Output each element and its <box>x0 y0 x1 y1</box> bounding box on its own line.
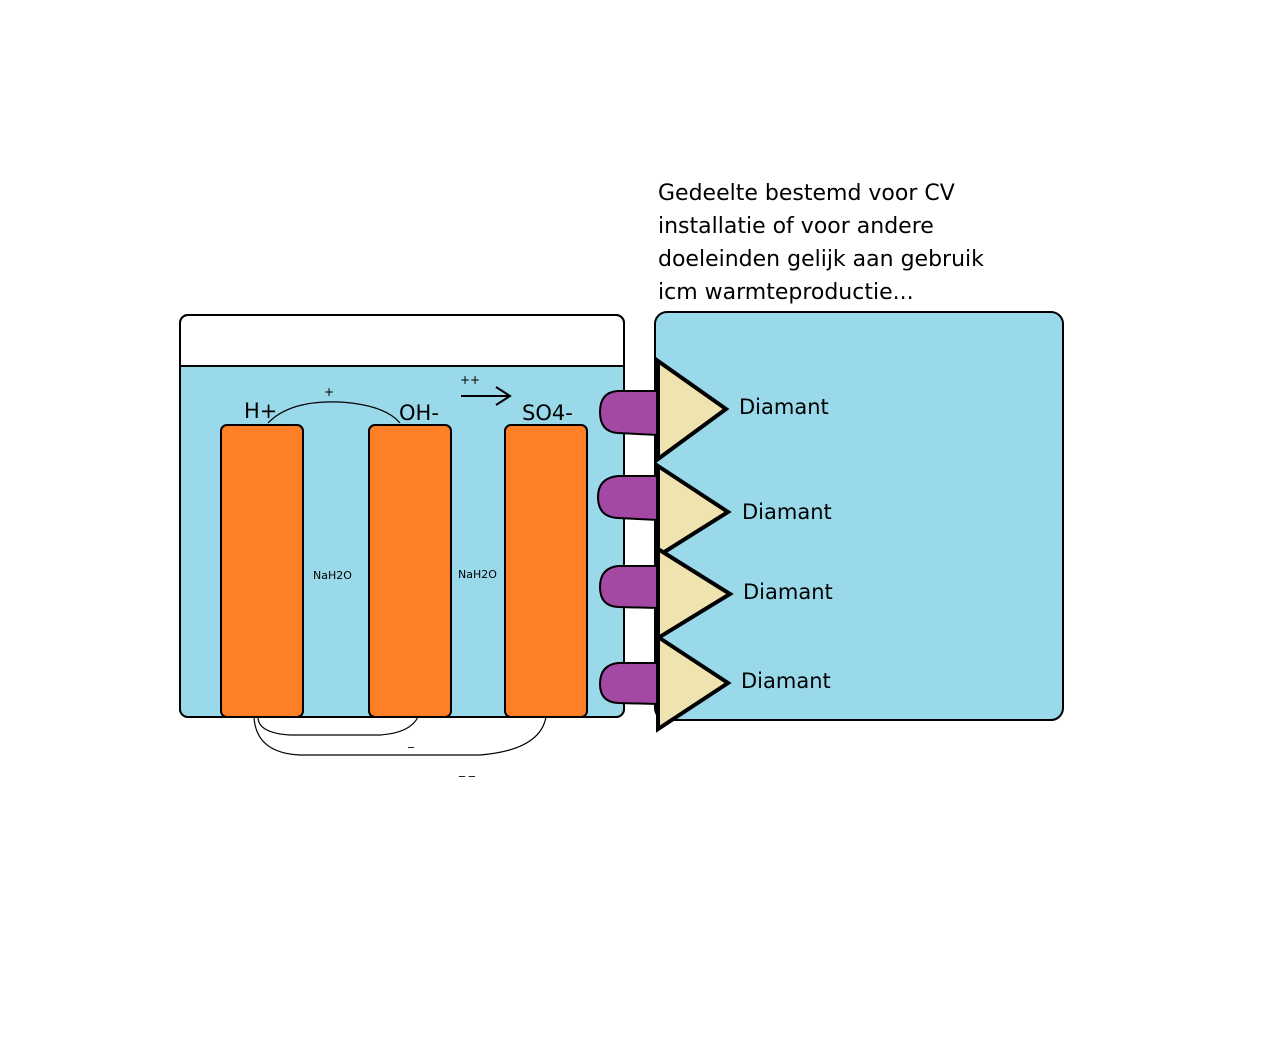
diamond-label: Diamant <box>741 669 831 693</box>
caption-line: doeleinden gelijk aan gebruik <box>658 247 984 272</box>
diamond-label: Diamant <box>743 580 833 604</box>
caption-text: Gedeelte bestemd voor CV installatie of … <box>658 177 998 309</box>
caption-line: Gedeelte bestemd voor CV <box>658 181 955 206</box>
arrow-icon <box>461 386 512 406</box>
ion-label-so4: SO4- <box>522 401 573 425</box>
bottom-wire-outer <box>253 716 547 756</box>
diamond-1 <box>656 357 730 463</box>
connector-1 <box>598 390 659 437</box>
electrode-1 <box>220 424 304 718</box>
connector-2 <box>596 475 659 522</box>
bottom-wire-inner <box>257 716 419 736</box>
top-wire-sign: + <box>324 385 334 399</box>
electrode-2 <box>368 424 452 718</box>
diamond-label: Diamant <box>739 395 829 419</box>
bottom-wire-sign: _ <box>407 734 415 748</box>
diamond-2 <box>656 462 732 560</box>
arrow-sign: ++ <box>460 373 480 387</box>
electrode-3 <box>504 424 588 718</box>
connector-4 <box>598 662 659 706</box>
solution-label: NaH2O <box>458 568 497 581</box>
connector-3 <box>598 565 659 610</box>
bottom-wire-sign: _ _ <box>458 763 476 777</box>
diamond-3 <box>656 545 734 642</box>
solution-label: NaH2O <box>313 569 352 582</box>
ion-label-oh-minus: OH- <box>399 401 439 425</box>
top-wire <box>267 401 401 424</box>
caption-line: installatie of voor andere <box>658 214 934 239</box>
diamond-4 <box>656 633 732 733</box>
caption-line: icm warmteproductie... <box>658 280 914 305</box>
diamond-label: Diamant <box>742 500 832 524</box>
